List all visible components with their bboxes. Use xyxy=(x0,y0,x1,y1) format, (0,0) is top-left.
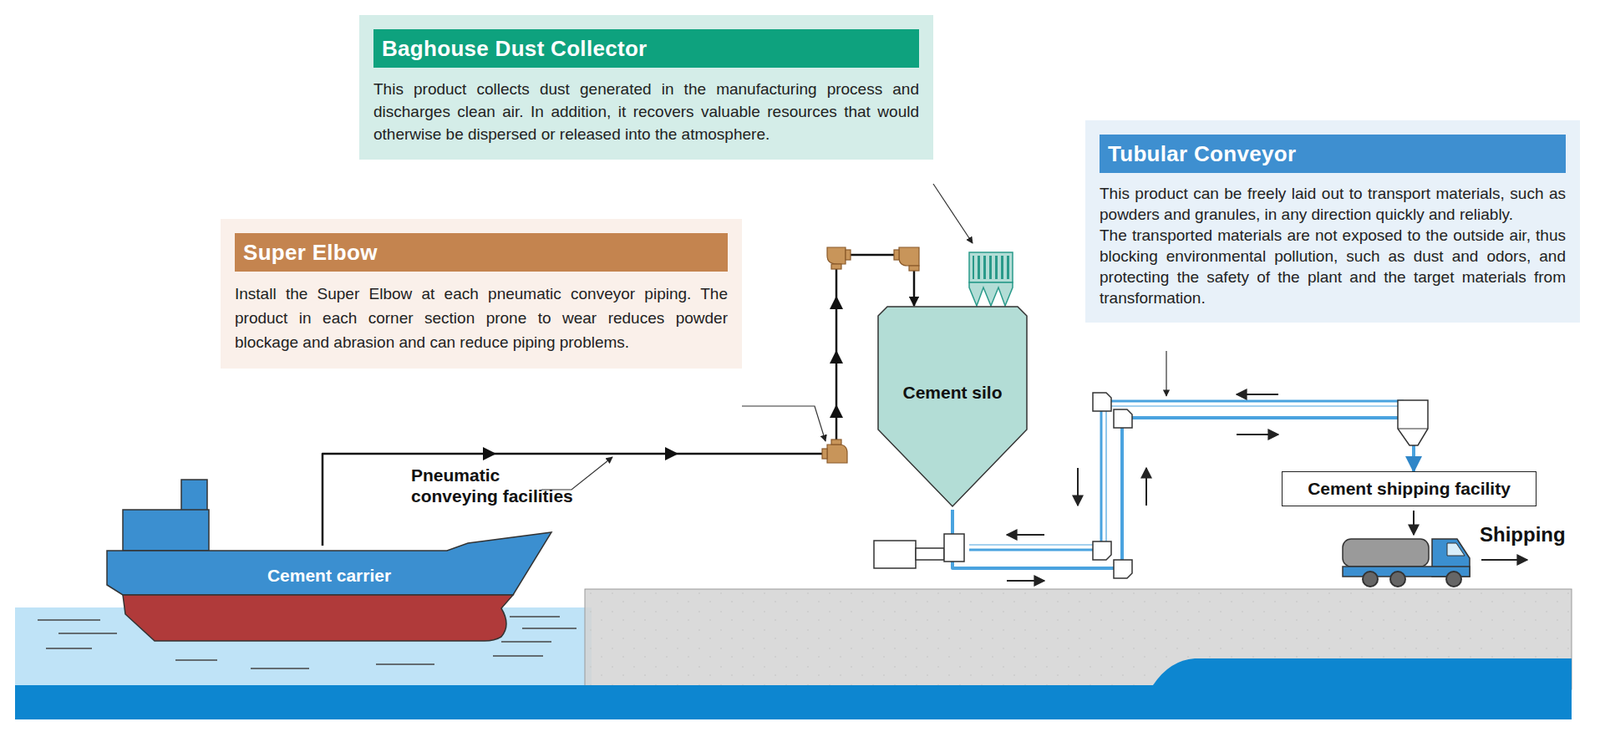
node-label: Cement carrier xyxy=(106,545,552,586)
hopper-seam xyxy=(1397,427,1428,429)
node-label: Cement shipping facility xyxy=(1290,478,1528,499)
shipping-arrow xyxy=(1481,558,1528,561)
silo-tank: Cement silo xyxy=(877,305,1028,510)
truck-tank xyxy=(1342,538,1429,567)
shipping-label: Shipping xyxy=(1479,523,1566,548)
facility-label: Pneumatic conveying facilities xyxy=(411,464,583,507)
direction-arrows xyxy=(1006,394,1279,581)
ship-hull xyxy=(106,532,552,595)
callout-body: This product can be freely laid out to t… xyxy=(1099,182,1566,225)
callout-heading: Super Elbow xyxy=(234,233,728,272)
product-callout: Tubular ConveyorThis product can be free… xyxy=(1085,120,1580,323)
sea-band xyxy=(15,658,1572,720)
callout-heading: Baghouse Dust Collector xyxy=(373,29,920,68)
dust-collector-housing xyxy=(969,252,1013,283)
feeder-machine xyxy=(873,533,965,569)
loading-arrow xyxy=(1412,510,1415,535)
truck-window xyxy=(1447,543,1465,556)
ship-funnel xyxy=(181,479,208,512)
process-box: Cement shipping facility xyxy=(1281,471,1537,507)
silo-body xyxy=(878,306,1027,507)
node-label: Cement silo xyxy=(877,305,1028,403)
callout-body: This product collects dust generated in … xyxy=(373,77,920,146)
callout-heading: Tubular Conveyor xyxy=(1099,134,1566,173)
callout-body: Install the Super Elbow at each pneumati… xyxy=(234,281,728,355)
silo-outline xyxy=(877,305,1028,510)
dust-collector-hoppers xyxy=(969,282,1013,306)
truck-wheels xyxy=(1362,571,1462,587)
conveyor-corners xyxy=(1092,392,1133,579)
cement-carrier-ship: Cement carrier xyxy=(106,545,552,641)
product-callout: Super ElbowInstall the Super Elbow at ea… xyxy=(220,218,742,369)
callout-body: The transported materials are not expose… xyxy=(1099,224,1566,309)
ship-superstructure xyxy=(122,509,209,551)
ship-keel xyxy=(122,594,514,641)
dust-collector-bags xyxy=(972,255,1010,280)
shipping-hopper xyxy=(1397,400,1428,446)
product-callout: Baghouse Dust CollectorThis product coll… xyxy=(359,15,934,160)
